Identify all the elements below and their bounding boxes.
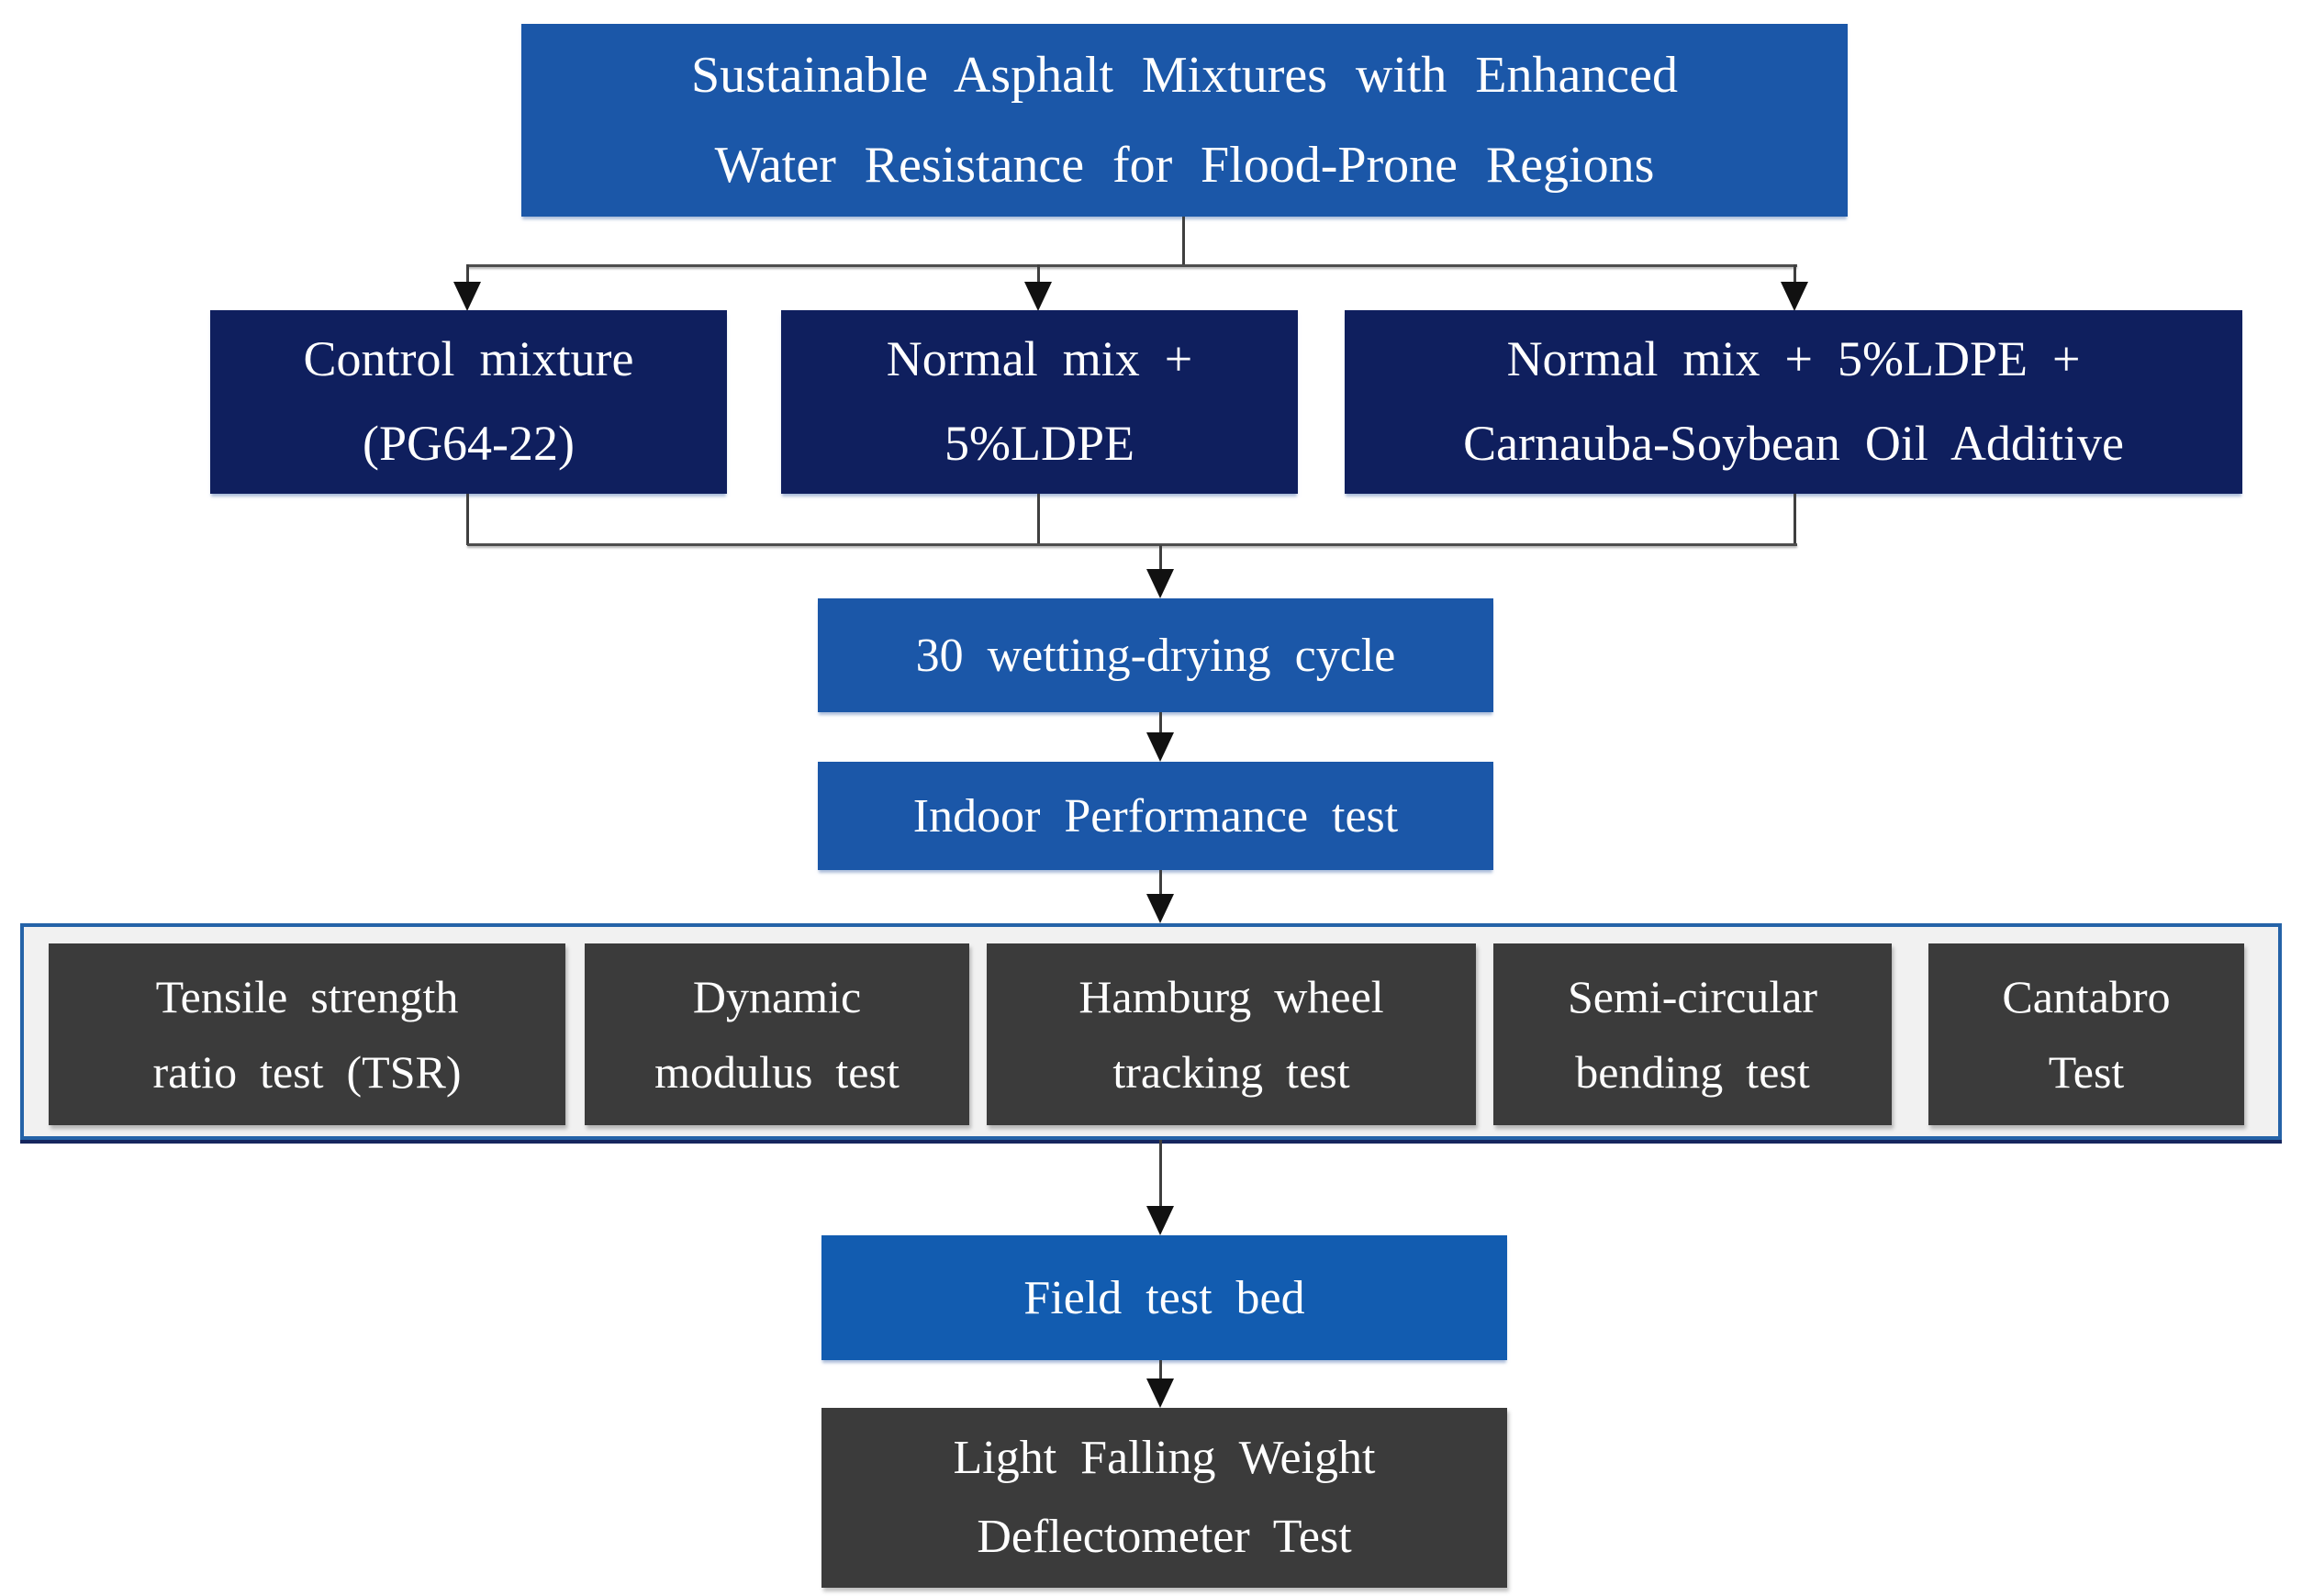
title-box: Sustainable Asphalt Mixtures with Enhanc…	[521, 24, 1848, 217]
lfwd-test-box: Light Falling Weight Deflectometer Test	[821, 1408, 1507, 1588]
mixture-box-ldpe-carnauba: Normal mix + 5%LDPE + Carnauba-Soybean O…	[1345, 310, 2242, 494]
wetting-drying-box: 30 wetting-drying cycle	[818, 598, 1493, 712]
connector-merge-down-stem	[1159, 545, 1162, 571]
test-box-tsr: Tensile strength ratio test (TSR)	[49, 943, 565, 1125]
connector-merge-stem-left	[466, 494, 469, 545]
connector-split-horizontal	[467, 264, 1797, 267]
connector-merge-stem-middle	[1037, 494, 1040, 545]
field-test-bed-box: Field test bed	[821, 1235, 1507, 1360]
indoor-performance-box: Indoor Performance test	[818, 762, 1493, 870]
arrowhead-to-lfwd-test	[1146, 1378, 1174, 1408]
arrowhead-to-carnauba-mix	[1781, 282, 1808, 311]
connector-tests-field-stem	[1159, 1140, 1162, 1208]
arrowhead-to-control-mixture	[453, 282, 481, 311]
arrowhead-to-wetting-cycle	[1146, 569, 1174, 598]
connector-split-stem-middle	[1037, 264, 1040, 286]
connector-indoor-tests-stem	[1159, 870, 1162, 896]
test-box-semi-circular: Semi-circular bending test	[1493, 943, 1892, 1125]
arrowhead-to-field-test-bed	[1146, 1206, 1174, 1235]
mixture-box-control: Control mixture (PG64-22)	[210, 310, 727, 494]
connector-split-stem-right	[1794, 264, 1796, 286]
connector-split-stem-left	[466, 264, 469, 286]
arrowhead-to-normal-mix	[1024, 282, 1052, 311]
test-box-dynamic-modulus: Dynamic modulus test	[585, 943, 969, 1125]
mixture-box-ldpe: Normal mix + 5%LDPE	[781, 310, 1298, 494]
test-box-hamburg-wheel: Hamburg wheel tracking test	[987, 943, 1476, 1125]
connector-wetting-indoor-stem	[1159, 712, 1162, 734]
arrowhead-to-tests-container	[1146, 894, 1174, 923]
connector-field-lfwd-stem	[1159, 1360, 1162, 1380]
connector-merge-horizontal	[467, 543, 1797, 546]
test-box-cantabro: Cantabro Test	[1928, 943, 2244, 1125]
arrowhead-to-indoor-test	[1146, 732, 1174, 762]
connector-merge-stem-right	[1794, 494, 1796, 545]
connector-title-stem	[1182, 217, 1185, 266]
